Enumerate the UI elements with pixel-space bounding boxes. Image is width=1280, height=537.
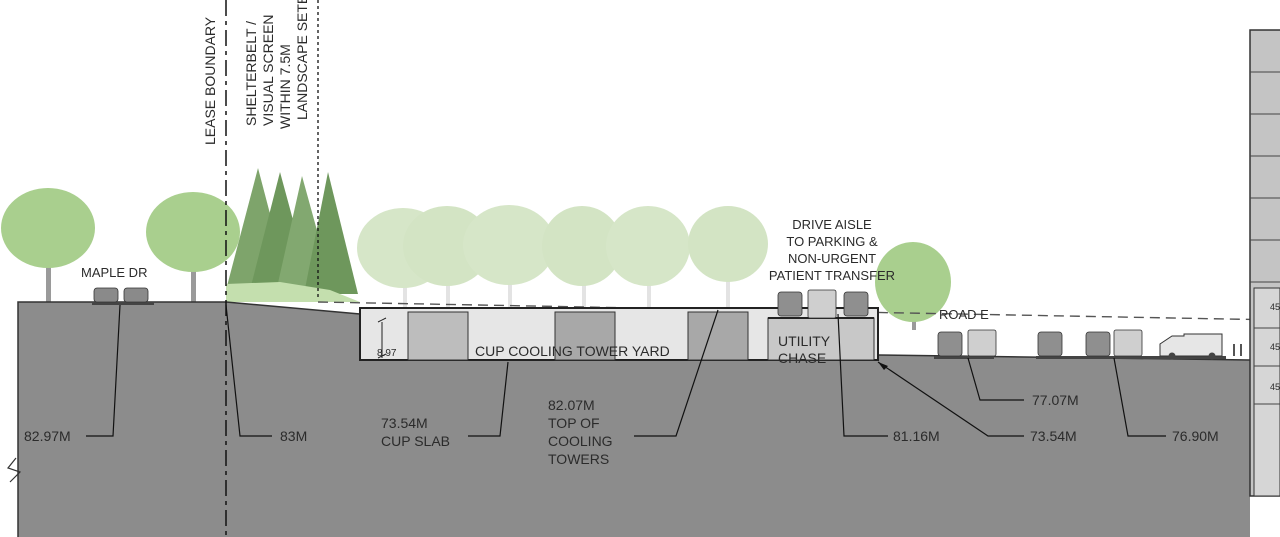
cooling-tower [687, 311, 749, 361]
conifer-group [226, 168, 358, 294]
tree-left-1 [1, 188, 95, 302]
elevation-top-of-towers: 82.07M TOP OF COOLING TOWERS [548, 397, 613, 467]
elevation-top-towers-line-3: TOWERS [548, 451, 609, 467]
utility-chase-label-1: UTILITY [778, 333, 831, 349]
tree-left-2 [146, 192, 240, 302]
vehicle-group-maple [93, 287, 149, 303]
elevation-81-16: 81.16M [893, 428, 940, 444]
car [93, 287, 119, 303]
elevation-77-07: 77.07M [1032, 392, 1079, 408]
utility-chase-label-2: CHASE [778, 350, 826, 366]
car [123, 287, 149, 303]
leader-81-16 [837, 313, 888, 437]
leader-76-90 [1113, 357, 1166, 437]
faded-tree [606, 206, 690, 308]
maple-dr-surface [92, 302, 154, 305]
drive-aisle-line-4: PATIENT TRANSFER [769, 268, 895, 283]
leader-73-54-cup [468, 361, 509, 437]
faded-tree-row [357, 205, 768, 308]
cup-yard [359, 307, 879, 361]
leader-82-07 [634, 309, 719, 437]
elevation-82-97: 82.97M [24, 428, 71, 444]
grass-mound [226, 282, 360, 302]
tree-right [875, 242, 951, 330]
ambulance [1159, 333, 1223, 357]
elevation-73-54: 73.54M [1030, 428, 1077, 444]
elevation-cup-slab-value: 73.54M [381, 415, 428, 431]
drive-aisle-line-1: DRIVE AISLE [792, 217, 872, 232]
shelterbelt-line-3: WITHIN 7.5M [277, 44, 293, 129]
vehicle-group-drive-aisle [777, 289, 869, 319]
maple-dr-label: MAPLE DR [81, 265, 147, 280]
shelterbelt-line-2: VISUAL SCREEN [260, 14, 276, 126]
hospital-building: 45 45 45 [1249, 29, 1280, 497]
floor-label: 45 [1270, 342, 1280, 352]
road-e-surface [1036, 356, 1226, 359]
vehicle-group-road-e [937, 329, 1242, 360]
cooling-tower [407, 311, 469, 361]
leader-lines [86, 304, 1166, 437]
floor-label: 45 [1270, 382, 1280, 392]
van [967, 329, 997, 357]
elevation-83: 83M [280, 428, 307, 444]
drive-aisle-label: DRIVE AISLE TO PARKING & NON-URGENT PATI… [769, 217, 895, 283]
cup-yard-label: CUP COOLING TOWER YARD [475, 343, 670, 359]
leader-83 [225, 304, 272, 437]
shelterbelt-label: SHELTERBELT / VISUAL SCREEN WITHIN 7.5M … [243, 0, 310, 129]
elevation-top-towers-line-2: COOLING [548, 433, 613, 449]
elevation-76-90: 76.90M [1172, 428, 1219, 444]
van [807, 289, 837, 319]
leader-82-97 [86, 304, 121, 437]
car [777, 291, 803, 317]
break-line [6, 457, 22, 483]
lease-boundary-label: LEASE BOUNDARY [202, 16, 218, 145]
shelterbelt-line-4: LANDSCAPE SETBACK [294, 0, 310, 120]
leader-77-07 [967, 357, 1024, 401]
elevation-top-towers-line-1: TOP OF [548, 415, 600, 431]
car [1085, 331, 1111, 357]
conifer-tree [304, 172, 358, 294]
shelterbelt-line-1: SHELTERBELT / [243, 21, 259, 126]
road-e-surface [934, 356, 994, 359]
cooling-tower [554, 311, 616, 361]
drive-aisle-line-2: TO PARKING & [786, 234, 878, 249]
floor-label: 45 [1270, 302, 1280, 312]
car [937, 331, 963, 357]
road-e-label: ROAD E [939, 307, 989, 322]
drive-aisle-line-3: NON-URGENT [788, 251, 876, 266]
faded-tree [463, 205, 555, 308]
elevation-cup-slab: 73.54M CUP SLAB [381, 415, 450, 449]
car [843, 291, 869, 317]
van [1113, 329, 1143, 357]
elevation-top-towers-value: 82.07M [548, 397, 595, 413]
dimension-label: 8.97 [377, 348, 397, 359]
faded-tree [688, 206, 768, 308]
ground-section [18, 302, 1250, 537]
utility-chase-box [767, 317, 875, 361]
leader-73-54 [877, 361, 1024, 437]
faded-tree [542, 206, 622, 308]
elevation-cup-slab-text: CUP SLAB [381, 433, 450, 449]
car [1037, 331, 1063, 357]
